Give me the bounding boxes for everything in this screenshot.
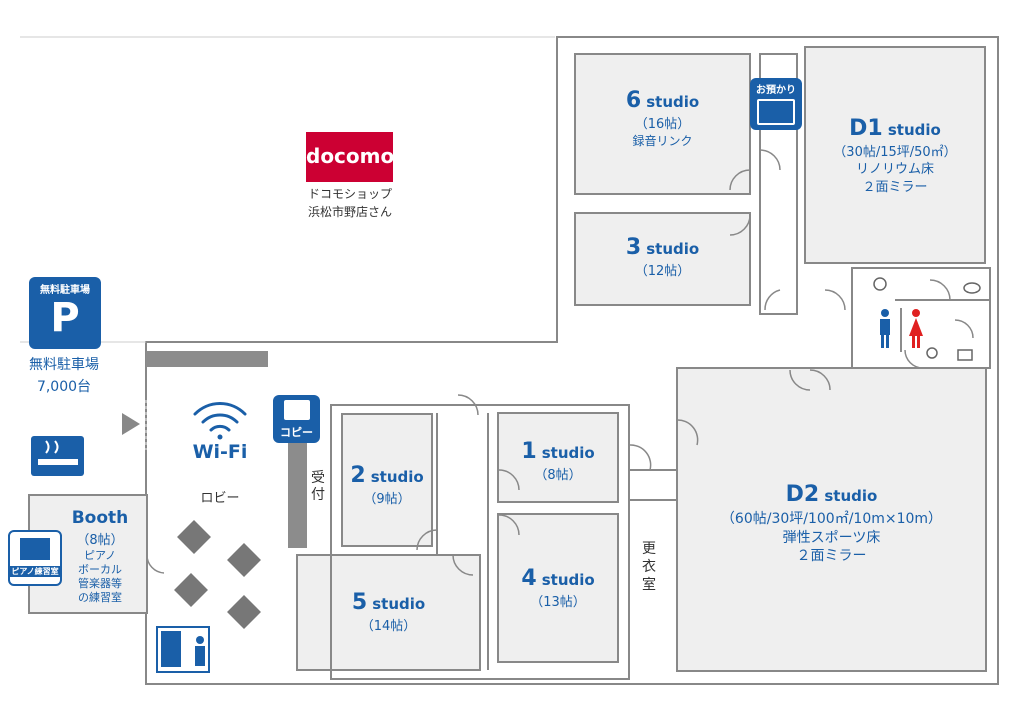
studio-3-room bbox=[574, 212, 751, 306]
piano-room-icon: ピアノ練習室 bbox=[8, 530, 62, 586]
entrance-arrow-icon bbox=[122, 413, 140, 435]
storage-label: お預かり bbox=[756, 85, 796, 96]
studio-6-label: 6 studio （16帖） 録音リンク bbox=[625, 88, 700, 149]
studio-d1-label: D1 studio （30帖/15坪/50㎡） リノリウム床 ２面ミラー bbox=[833, 116, 957, 195]
studio-1-label: 1 studio （8帖） bbox=[521, 439, 595, 483]
booth-name: Booth bbox=[71, 508, 129, 528]
toilet-icon bbox=[880, 308, 923, 352]
reception-counter bbox=[288, 440, 307, 548]
studio-6-room bbox=[574, 53, 751, 195]
docomo-logo-text: docomo bbox=[306, 144, 395, 168]
studio-3-label: 3 studio （12帖） bbox=[625, 235, 700, 279]
booth-desc-3: 管楽器等 bbox=[78, 577, 122, 590]
parking-badge: 無料駐車場 bbox=[40, 285, 90, 296]
smoking-area-icon bbox=[31, 436, 84, 476]
docomo-shop-name: ドコモショップ bbox=[307, 187, 392, 201]
parking-count: 7,000台 bbox=[36, 379, 92, 395]
parking-letter: P bbox=[50, 295, 80, 341]
studio-d1-room bbox=[804, 46, 986, 264]
changing-room-label: 更衣室 bbox=[642, 541, 656, 594]
parking-icon: 無料駐車場 P bbox=[29, 277, 101, 349]
booth-desc-4: の練習室 bbox=[78, 591, 122, 604]
booth-desc-1: ピアノ bbox=[83, 549, 116, 562]
booth-size: （8帖） bbox=[76, 533, 124, 548]
lobby-label: ロビー bbox=[200, 491, 240, 506]
studio-5-label: 5 studio （14帖） bbox=[351, 590, 426, 634]
studio-1-room bbox=[497, 412, 619, 503]
reception-label: 受付 bbox=[311, 470, 325, 503]
studio-4-room bbox=[497, 513, 619, 663]
storage-icon: お預かり bbox=[750, 78, 802, 130]
wifi-label: Wi-Fi bbox=[192, 441, 248, 463]
studio-5-room bbox=[296, 554, 481, 671]
studio-2-label: 2 studio （9帖） bbox=[350, 463, 424, 507]
studio-4-label: 4 studio （13帖） bbox=[521, 566, 595, 610]
studio-d2-label: D2 studio （60帖/30坪/100㎡/10m×10m） 弾性スポーツ床… bbox=[720, 482, 943, 565]
piano-room-badge: ピアノ練習室 bbox=[10, 566, 60, 577]
studio-2-room bbox=[341, 413, 433, 547]
wifi-icon bbox=[193, 401, 247, 440]
studio-d2-room bbox=[676, 367, 987, 672]
docomo-shop-name-2: 浜松市野店さん bbox=[307, 205, 392, 219]
lobby-wall bbox=[146, 351, 268, 367]
vending-machine-icon bbox=[156, 626, 210, 673]
copy-machine-icon: コピー bbox=[273, 395, 320, 443]
docomo-logo bbox=[306, 132, 393, 182]
building-outline bbox=[145, 36, 999, 685]
booth-desc-2: ボーカル bbox=[78, 563, 122, 576]
parking-caption: 無料駐車場 bbox=[29, 357, 99, 373]
lobby-tables bbox=[174, 520, 261, 629]
copy-label: コピー bbox=[280, 426, 313, 439]
